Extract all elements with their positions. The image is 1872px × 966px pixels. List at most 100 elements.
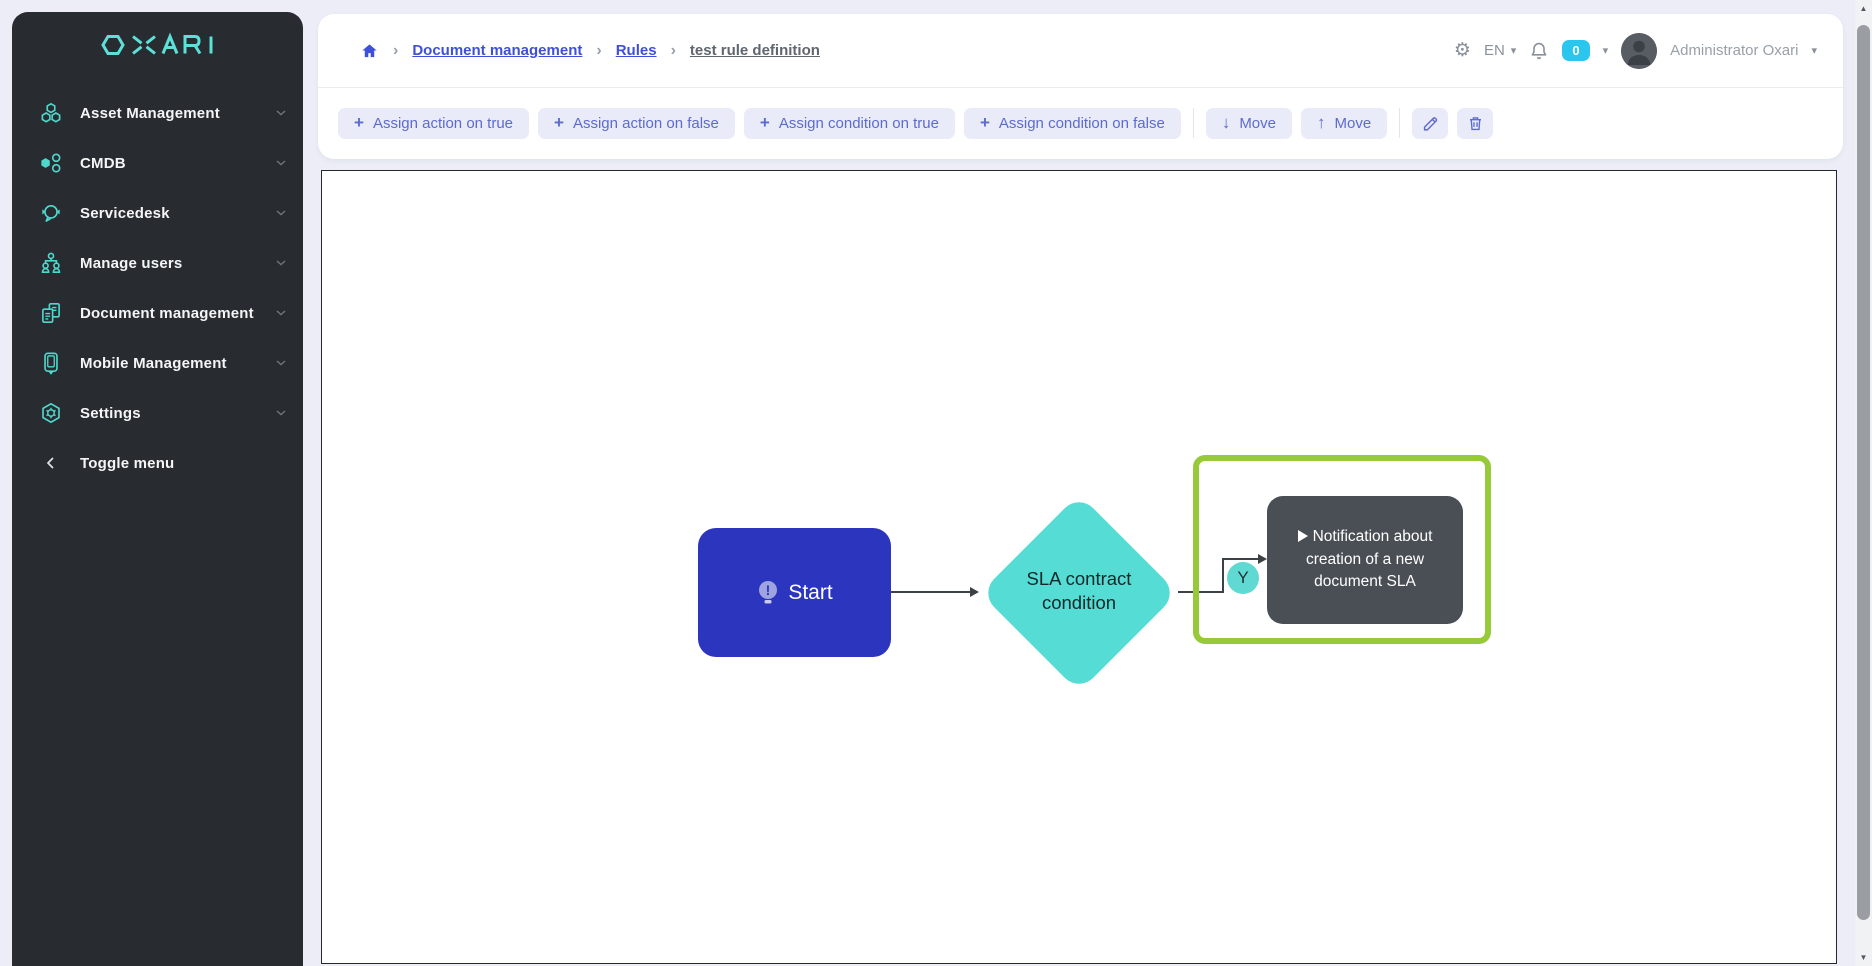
sidebar-item-label: Manage users (80, 254, 183, 272)
button-label: Move (1334, 114, 1372, 132)
home-icon[interactable] (360, 42, 379, 60)
sidebar-item-label: Mobile Management (80, 354, 227, 372)
svg-text:!: ! (766, 582, 771, 598)
button-label: Assign action on true (372, 114, 514, 132)
headset-bubble-icon (38, 200, 64, 226)
plus-icon: + (979, 113, 990, 132)
scrollbar-down-button[interactable]: ▼ (1859, 953, 1868, 962)
edge-condition-elbow-1 (1178, 591, 1224, 593)
plus-icon: + (759, 113, 770, 132)
header-top-row: › Document management › Rules › test rul… (318, 14, 1843, 88)
action-node-label: Notification about creation of a new doc… (1305, 528, 1433, 591)
hexagon-cluster-icon (38, 100, 64, 126)
action-node[interactable]: Notification about creation of a new doc… (1267, 496, 1463, 624)
move-up-button[interactable]: ↑ Move (1301, 107, 1388, 139)
sidebar-item-cmdb[interactable]: CMDB (12, 138, 303, 188)
app-logo[interactable] (12, 12, 303, 78)
breadcrumb-separator: › (596, 41, 602, 59)
button-label: Assign condition on true (778, 114, 939, 132)
caret-down-icon[interactable]: ▾ (1602, 45, 1609, 57)
sidebar: Asset Management CMDB (12, 12, 303, 966)
user-hierarchy-icon (38, 250, 64, 276)
bulb-icon: ! (756, 580, 780, 606)
breadcrumb-current-page: test rule definition (689, 42, 820, 59)
sidebar-menu: Asset Management CMDB (12, 88, 303, 488)
caret-down-icon[interactable]: ▾ (1811, 45, 1817, 57)
user-name[interactable]: Administrator Oxari (1670, 42, 1799, 59)
play-icon (1297, 530, 1308, 543)
sidebar-toggle-menu[interactable]: Toggle menu (12, 438, 303, 488)
edit-button[interactable] (1412, 107, 1449, 139)
language-label: EN (1483, 42, 1505, 59)
language-selector[interactable]: EN ▾ (1484, 42, 1516, 59)
settings-gear-icon[interactable]: ⚙ (1453, 40, 1471, 61)
button-label: Assign condition on false (998, 114, 1165, 132)
arrow-up-icon: ↑ (1317, 113, 1326, 132)
bell-icon[interactable] (1529, 41, 1549, 61)
arrow-down-icon: ↓ (1221, 113, 1231, 132)
toolbar-divider (1399, 108, 1401, 138)
assign-action-on-false-button[interactable]: + Assign action on false (538, 107, 735, 139)
user-avatar[interactable] (1621, 32, 1658, 69)
sidebar-item-servicedesk[interactable]: Servicedesk (12, 188, 303, 238)
scrollbar-thumb[interactable] (1857, 25, 1870, 920)
button-label: Assign action on false (572, 114, 719, 132)
breadcrumb-link-document-management[interactable]: Document management (412, 42, 583, 59)
chevron-down-icon (275, 110, 287, 116)
sidebar-item-asset-management[interactable]: Asset Management (12, 88, 303, 138)
sidebar-item-label: Servicedesk (80, 204, 170, 222)
pencil-icon (1422, 115, 1439, 132)
sidebar-item-mobile-management[interactable]: Mobile Management (12, 338, 303, 388)
scrollbar-up-button[interactable]: ▲ (1859, 4, 1868, 13)
chevron-down-icon (275, 260, 287, 266)
arrowhead-icon (1258, 554, 1267, 564)
start-node-label: Start (788, 580, 833, 604)
chevron-down-icon (275, 310, 287, 316)
edge-label-yes: Y (1227, 562, 1259, 594)
assign-condition-on-true-button[interactable]: + Assign condition on true (743, 107, 955, 139)
workflow-canvas[interactable]: ! Start SLA contract condition Y Notific… (321, 170, 1837, 964)
documents-icon (38, 300, 64, 326)
breadcrumb-separator: › (393, 41, 399, 59)
assign-condition-on-false-button[interactable]: + Assign condition on false (963, 107, 1181, 139)
chevron-down-icon (275, 360, 287, 366)
breadcrumb: › Document management › Rules › test rul… (360, 42, 820, 60)
header-actions: ⚙ EN ▾ 0 ▾ Administrator Oxari (1453, 32, 1817, 69)
toggle-menu-label: Toggle menu (80, 454, 175, 472)
start-node[interactable]: ! Start (698, 528, 891, 657)
tablet-icon (38, 350, 64, 376)
breadcrumb-separator: › (670, 41, 676, 59)
chevron-down-icon (275, 210, 287, 216)
sidebar-item-document-management[interactable]: Document management (12, 288, 303, 338)
header-card: › Document management › Rules › test rul… (318, 14, 1843, 159)
move-down-button[interactable]: ↓ Move (1205, 107, 1292, 139)
edge-condition-elbow-3 (1222, 558, 1259, 560)
trash-icon (1467, 115, 1484, 132)
chevron-down-icon (275, 410, 287, 416)
sidebar-item-label: Document management (80, 304, 254, 322)
arrowhead-icon (970, 587, 979, 597)
sidebar-item-label: Asset Management (80, 104, 220, 122)
assign-action-on-true-button[interactable]: + Assign action on true (338, 107, 530, 139)
condition-node[interactable] (980, 494, 1178, 692)
edge-condition-elbow-2 (1222, 559, 1224, 593)
toolbar: + Assign action on true + Assign action … (318, 88, 1843, 158)
toolbar-divider (1192, 108, 1194, 138)
sidebar-item-label: CMDB (80, 154, 126, 172)
oxari-logo-icon (100, 32, 212, 55)
delete-button[interactable] (1457, 107, 1494, 139)
sidebar-item-settings[interactable]: Settings (12, 388, 303, 438)
chevron-left-icon (38, 450, 64, 476)
button-label: Move (1239, 114, 1276, 132)
vertical-scrollbar[interactable]: ▲ ▼ (1855, 0, 1872, 966)
selection-rectangle (1193, 455, 1491, 644)
plus-icon: + (354, 113, 364, 132)
sidebar-item-label: Settings (80, 404, 141, 422)
plus-icon: + (554, 113, 564, 132)
chevron-down-icon (275, 160, 287, 166)
notification-count-badge: 0 (1562, 40, 1590, 61)
breadcrumb-link-rules[interactable]: Rules (615, 42, 657, 59)
edge-start-to-condition (891, 591, 971, 593)
sidebar-item-manage-users[interactable]: Manage users (12, 238, 303, 288)
nodes-icon (38, 150, 64, 176)
